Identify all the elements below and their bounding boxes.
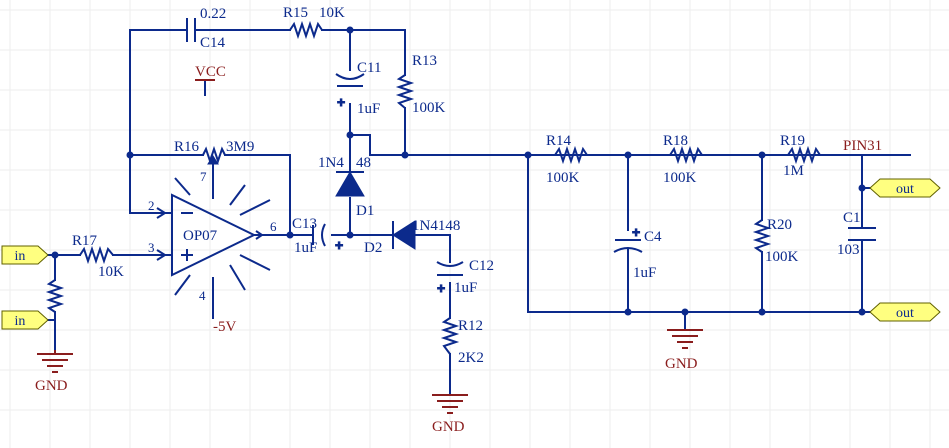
neg5v-label: -5V <box>213 319 236 335</box>
resistor-r15[interactable]: R15 10K <box>283 5 345 40</box>
r14-value: 100K <box>546 170 580 186</box>
c14-value: 0.22 <box>200 6 226 22</box>
capacitor-c4[interactable]: + C4 1uF <box>613 224 662 281</box>
c11-value: 1uF <box>357 101 380 117</box>
r17-ref: R17 <box>72 233 98 249</box>
c12-ref: C12 <box>469 258 494 274</box>
opamp-pin-noninv: 3 <box>148 240 155 255</box>
wires <box>47 29 911 396</box>
port-out-bottom-label: out <box>896 306 914 321</box>
opamp-pin-inv: 2 <box>148 198 155 213</box>
svg-text:+: + <box>335 237 343 253</box>
capacitor-c11[interactable]: + C11 1uF <box>335 60 381 117</box>
resistor-r18[interactable]: R18 100K <box>663 133 703 186</box>
c13-value: 1uF <box>294 240 317 256</box>
port-in-bottom-label: in <box>15 314 26 329</box>
capacitor-c1[interactable]: C1 103 <box>837 210 876 258</box>
ground-right: GND <box>432 394 468 435</box>
r16-ref: R16 <box>174 139 200 155</box>
resistor-r19[interactable]: R19 1M <box>780 133 821 179</box>
opamp-pin-vminus: 4 <box>199 288 206 303</box>
resistor-r13[interactable]: R13 100K <box>395 53 446 116</box>
r18-value: 100K <box>663 170 697 186</box>
d2-value: 1N4148 <box>412 218 460 234</box>
opamp-op07[interactable]: OP07 2 3 6 7 4 <box>148 169 277 303</box>
vcc-label: VCC <box>195 64 226 80</box>
svg-text:+: + <box>632 224 640 240</box>
resistor-input-divider[interactable] <box>45 279 65 313</box>
potentiometer-r16[interactable]: R16 3M9 <box>174 139 254 165</box>
r19-ref: R19 <box>780 133 805 149</box>
c12-value: 1uF <box>454 280 477 296</box>
r13-value: 100K <box>412 100 446 116</box>
c4-ref: C4 <box>644 229 662 245</box>
c13-ref: C13 <box>292 216 317 232</box>
resistor-r14[interactable]: R14 100K <box>546 133 588 186</box>
resistor-r20[interactable]: R20 100K <box>752 217 799 265</box>
diode-d2[interactable]: D2 1N4148 <box>364 218 460 256</box>
opamp-label: OP07 <box>183 228 218 244</box>
ground-left: GND <box>35 350 73 394</box>
capacitor-c14[interactable]: 0.22 C14 <box>186 6 226 51</box>
c4-value: 1uF <box>633 265 656 281</box>
c1-ref: C1 <box>843 210 861 226</box>
port-out-bottom[interactable]: out <box>869 302 941 322</box>
c14-ref: C14 <box>200 35 226 51</box>
gnd-mid-label: GND <box>665 356 698 372</box>
r20-value: 100K <box>765 249 799 265</box>
r18-ref: R18 <box>663 133 688 149</box>
net-label-pin31: PIN31 <box>843 138 882 154</box>
d2-ref: D2 <box>364 240 382 256</box>
r12-value: 2K2 <box>458 350 484 366</box>
opamp-pin-vplus: 7 <box>200 169 207 184</box>
opamp-pin-out: 6 <box>270 219 277 234</box>
port-out-top[interactable]: out <box>869 178 941 198</box>
r13-ref: R13 <box>412 53 437 69</box>
svg-text:+: + <box>437 280 445 296</box>
port-in-top-label: in <box>15 249 26 264</box>
c1-value: 103 <box>837 242 860 258</box>
power-vcc: VCC <box>195 64 226 81</box>
r16-value: 3M9 <box>226 139 254 155</box>
gnd-right-label: GND <box>432 419 465 435</box>
r19-value: 1M <box>783 163 804 179</box>
d1-value-left: 1N4 <box>318 155 344 171</box>
d1-value-right: 48 <box>356 155 371 171</box>
r17-value: 10K <box>98 264 124 280</box>
resistor-r17[interactable]: R17 10K <box>72 233 124 280</box>
d1-ref: D1 <box>356 203 374 219</box>
r20-ref: R20 <box>767 217 792 233</box>
port-in-bottom[interactable]: in <box>1 310 49 330</box>
diode-d1[interactable]: 1N4 48 D1 <box>318 155 374 219</box>
power-neg5v: -5V <box>213 319 236 335</box>
r15-value: 10K <box>319 5 345 21</box>
port-in-top[interactable]: in <box>1 245 49 265</box>
ground-mid: GND <box>665 329 703 372</box>
r12-ref: R12 <box>458 318 483 334</box>
capacitor-c12[interactable]: + C12 1uF <box>436 258 494 297</box>
c11-ref: C11 <box>357 60 381 76</box>
r14-ref: R14 <box>546 133 572 149</box>
gnd-left-label: GND <box>35 378 68 394</box>
port-out-top-label: out <box>896 182 914 197</box>
r15-ref: R15 <box>283 5 308 21</box>
svg-text:+: + <box>337 94 345 110</box>
junctions <box>51 26 866 316</box>
capacitor-c13[interactable]: C13 1uF + <box>292 216 344 256</box>
resistor-r12[interactable]: R12 2K2 <box>440 317 484 366</box>
